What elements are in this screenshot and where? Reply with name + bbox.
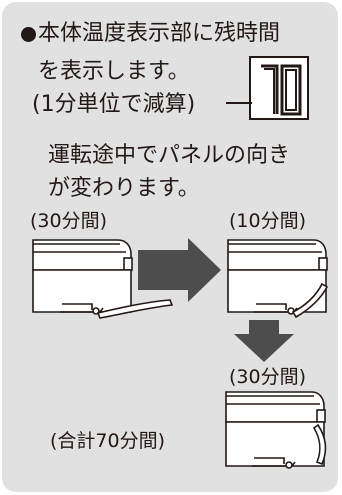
bullet-icon [21, 27, 36, 42]
step-3-label: (30分間) [229, 366, 307, 388]
step-1-label: (30分間) [30, 210, 108, 232]
arrow-down-icon [234, 320, 294, 362]
remaining-time-display: 70 [249, 56, 309, 120]
note-line-4: 運転途中でパネルの向き [48, 143, 291, 168]
device-step-2 [227, 239, 329, 319]
note-line-3: (1分単位で減算) [32, 92, 196, 117]
note-line-5: が変わります。 [48, 176, 200, 201]
device-step-1 [32, 239, 174, 319]
step-2-label: (10分間) [229, 210, 307, 232]
note-line-1: 本体温度表示部に残時間 [38, 21, 281, 46]
note-line-2: を表示します。 [38, 59, 190, 84]
device-step-3 [225, 391, 327, 469]
segment-digits-icon [261, 64, 302, 116]
total-time: (合計70分間) [50, 430, 166, 452]
arrow-right-icon [138, 238, 221, 302]
